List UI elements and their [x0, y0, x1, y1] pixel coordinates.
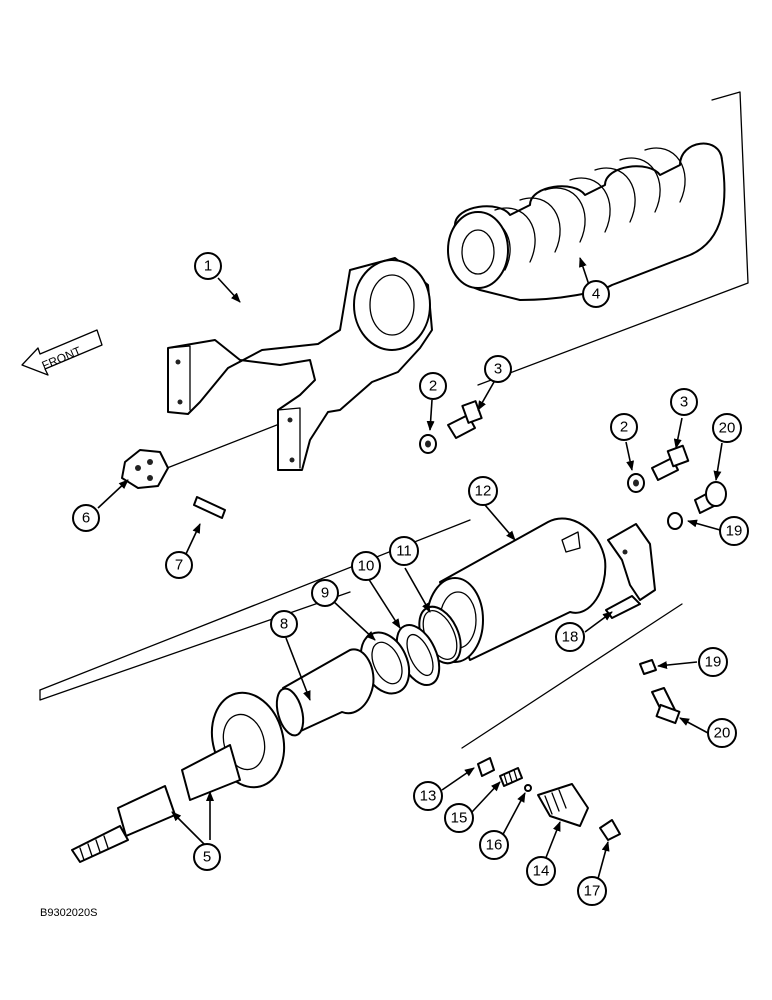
- callout-leaders: [97, 257, 723, 887]
- figure-code: B9302020S: [40, 907, 98, 919]
- callout-8: 8: [270, 610, 298, 638]
- piston: [275, 648, 375, 737]
- callout-15: 15: [444, 803, 474, 833]
- callout-6: 6: [72, 504, 100, 532]
- castle-nut: [121, 449, 169, 489]
- callout-11: 11: [389, 536, 419, 566]
- washer-2-upper: [419, 434, 437, 454]
- callout-label-3b: 3: [680, 394, 688, 411]
- grease-fitting-17: [599, 819, 621, 841]
- callout-label-17: 17: [584, 883, 601, 900]
- bolt-20-lower: [651, 687, 681, 725]
- ball-16: [524, 784, 532, 792]
- idler-rod: [71, 691, 286, 863]
- washer-19-upper: [667, 512, 683, 530]
- callout-label-5: 5: [203, 849, 211, 866]
- bracket: [605, 523, 656, 619]
- callout-7: 7: [165, 551, 193, 579]
- plug-13: [477, 757, 495, 777]
- callout-label-12: 12: [475, 483, 492, 500]
- callout-16: 16: [479, 830, 509, 860]
- callout-14: 14: [526, 856, 556, 886]
- callout-19-upper: 19: [719, 516, 749, 546]
- callout-label-1: 1: [204, 258, 212, 275]
- callout-10: 10: [351, 551, 381, 581]
- callout-20-lower: 20: [707, 718, 737, 748]
- callout-13: 13: [413, 781, 443, 811]
- callout-label-2b: 2: [620, 419, 628, 436]
- cotter-pin: [193, 496, 226, 519]
- front-label: FRONT: [40, 343, 84, 372]
- washer-19-lower: [639, 659, 657, 675]
- callout-label-10: 10: [358, 558, 375, 575]
- idler-yoke: [167, 257, 433, 471]
- callout-label-19b: 19: [705, 654, 722, 671]
- callout-label-4: 4: [592, 286, 600, 303]
- callout-4: 4: [582, 280, 610, 308]
- callout-label-13: 13: [420, 788, 437, 805]
- callout-label-9: 9: [321, 585, 329, 602]
- callout-3-lower: 3: [670, 388, 698, 416]
- callout-label-7: 7: [175, 557, 183, 574]
- callout-label-18: 18: [562, 629, 579, 646]
- bolt-20-upper: [694, 481, 727, 514]
- callout-label-15: 15: [451, 810, 468, 827]
- callout-3-upper: 3: [484, 355, 512, 383]
- callout-5: 5: [193, 843, 221, 871]
- callout-label-6: 6: [82, 510, 90, 527]
- callout-label-20b: 20: [714, 725, 731, 742]
- callout-2-upper: 2: [419, 372, 447, 400]
- callout-1: 1: [194, 252, 222, 280]
- callout-label-3a: 3: [494, 361, 502, 378]
- washer-2-lower: [627, 473, 645, 493]
- callout-9: 9: [311, 579, 339, 607]
- bolt-3-lower: [651, 444, 690, 481]
- recoil-spring: [447, 142, 726, 301]
- callout-2-lower: 2: [610, 413, 638, 441]
- callout-label-16: 16: [486, 837, 503, 854]
- callout-label-2a: 2: [429, 378, 437, 395]
- bolt-3-upper: [447, 400, 483, 439]
- callout-label-20a: 20: [719, 420, 736, 437]
- callout-label-19a: 19: [726, 523, 743, 540]
- check-valve-14: [537, 783, 589, 827]
- callout-18: 18: [555, 622, 585, 652]
- callout-label-11: 11: [396, 543, 412, 560]
- callout-label-8: 8: [280, 616, 288, 633]
- front-direction-arrow: FRONT: [21, 329, 103, 376]
- callout-12: 12: [468, 476, 498, 506]
- spring-15: [499, 767, 523, 787]
- callout-label-14: 14: [533, 863, 550, 880]
- callout-19-lower: 19: [698, 647, 728, 677]
- callout-20-upper: 20: [712, 413, 742, 443]
- callout-17: 17: [577, 876, 607, 906]
